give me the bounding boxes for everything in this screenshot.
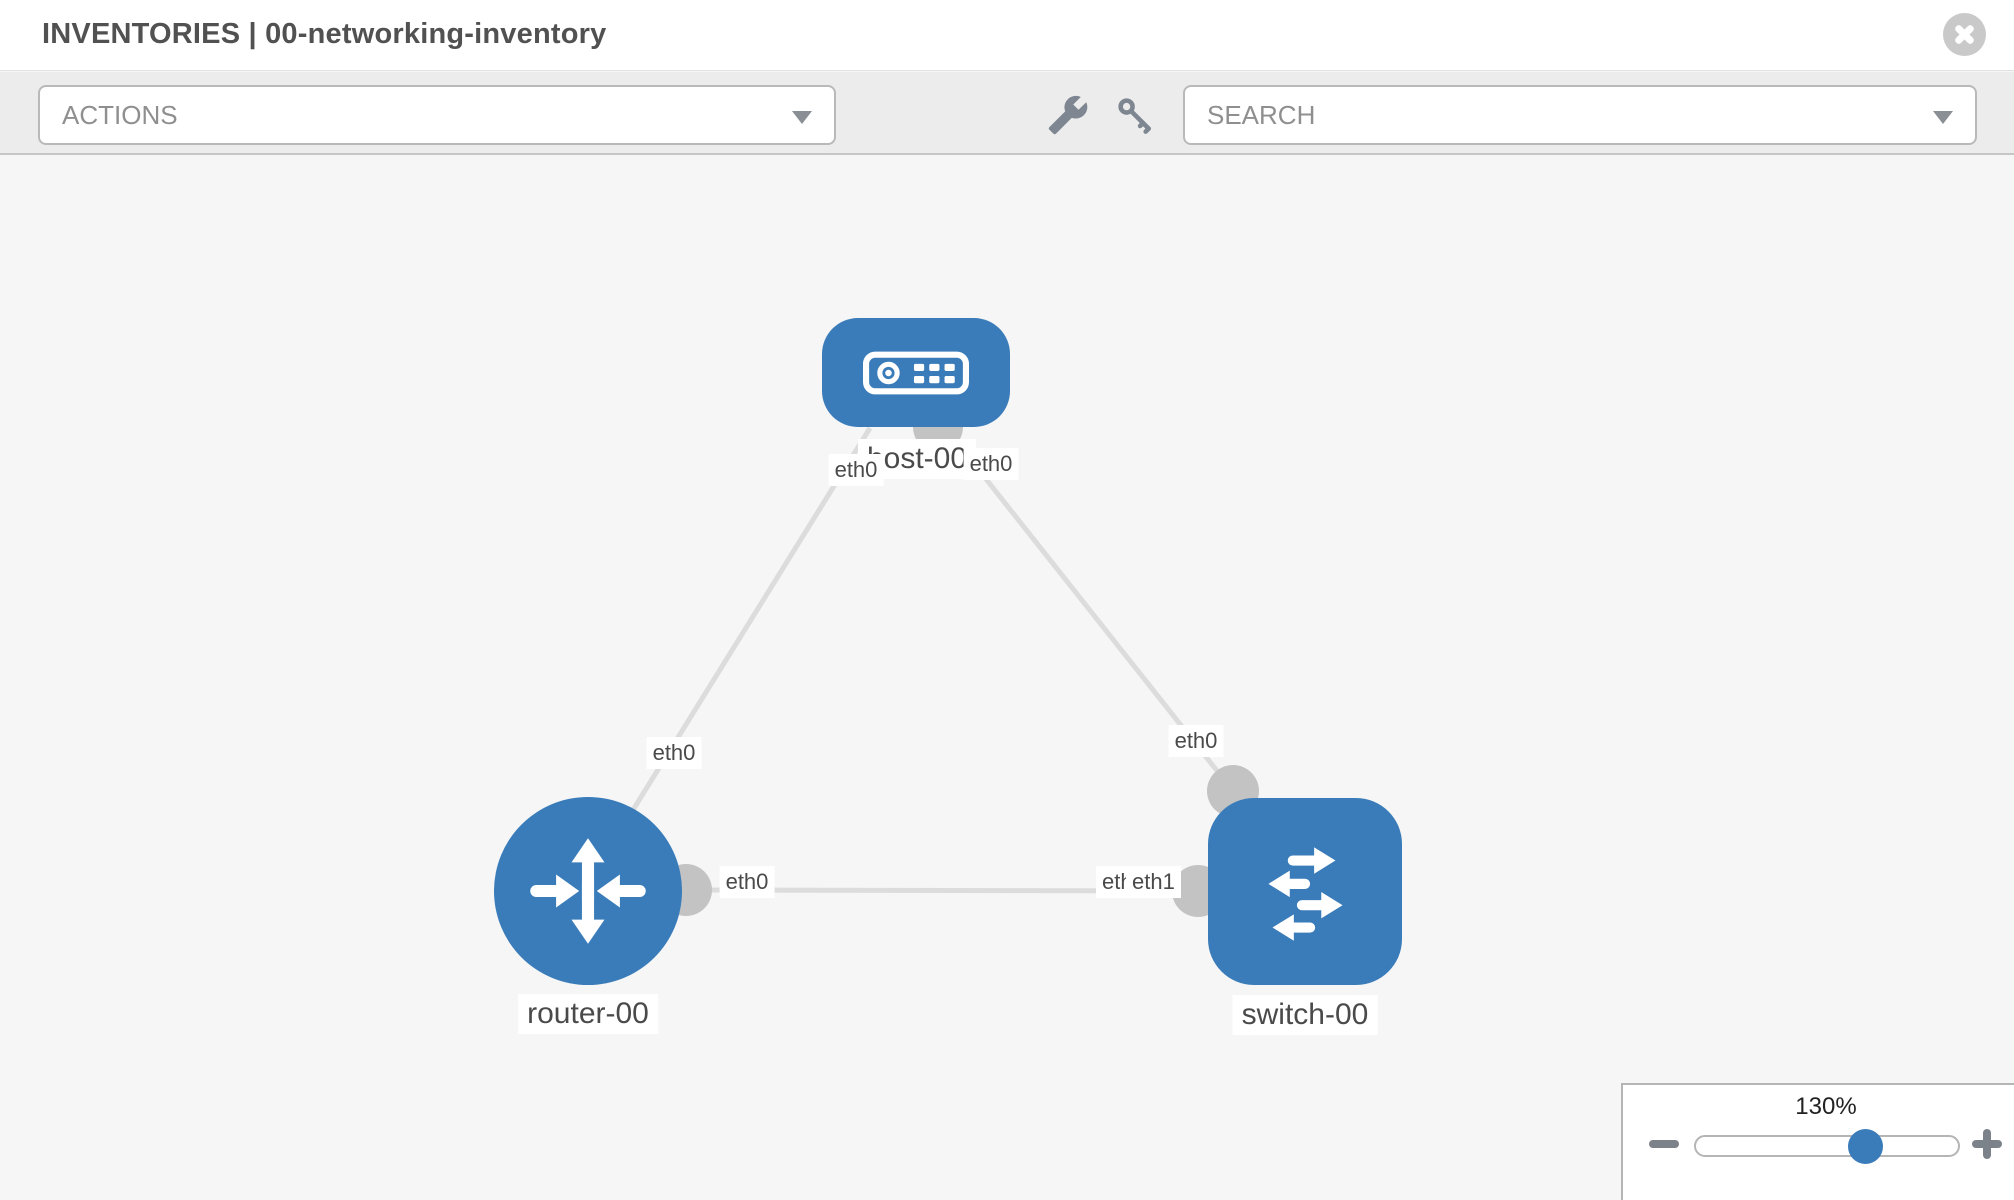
chevron-down-icon — [1933, 111, 1953, 124]
interface-label: eth0 — [719, 866, 775, 898]
wrench-icon[interactable] — [1047, 94, 1089, 136]
zoom-slider-thumb[interactable] — [1848, 1129, 1883, 1164]
chevron-down-icon — [792, 111, 812, 124]
topology-canvas[interactable] — [0, 157, 2014, 1200]
search-input[interactable]: SEARCH — [1183, 85, 1977, 145]
zoom-panel: 130% — [1621, 1083, 2014, 1200]
toolbar: ACTIONS SEARCH — [0, 72, 2014, 155]
page-title: INVENTORIES | 00-networking-inventory — [42, 18, 607, 50]
node-label-router: router-00 — [518, 994, 658, 1034]
actions-dropdown-label: ACTIONS — [62, 99, 178, 130]
interface-label: eth0 — [828, 454, 884, 486]
zoom-in-button[interactable] — [1972, 1129, 2002, 1159]
zoom-out-button[interactable] — [1649, 1140, 1679, 1148]
interface-label: eth0 — [1168, 725, 1224, 757]
key-icon[interactable] — [1114, 94, 1156, 136]
router-icon — [530, 838, 646, 944]
interface-label: eth0 — [646, 737, 702, 769]
zoom-slider-track[interactable] — [1694, 1135, 1960, 1157]
node-label-switch: switch-00 — [1232, 995, 1378, 1035]
host-icon — [863, 351, 969, 394]
interface-label: eth0 — [963, 448, 1019, 480]
search-placeholder: SEARCH — [1207, 99, 1316, 130]
close-icon[interactable] — [1943, 13, 1986, 56]
zoom-percent: 130% — [1795, 1093, 1857, 1120]
actions-dropdown[interactable]: ACTIONS — [38, 85, 836, 145]
node-switch-00[interactable] — [1208, 798, 1402, 985]
node-router-00[interactable] — [494, 797, 682, 985]
interface-label: eth1 — [1126, 866, 1181, 898]
node-host-00[interactable] — [822, 318, 1010, 427]
switch-icon — [1268, 846, 1343, 941]
header: INVENTORIES | 00-networking-inventory — [0, 0, 2014, 71]
